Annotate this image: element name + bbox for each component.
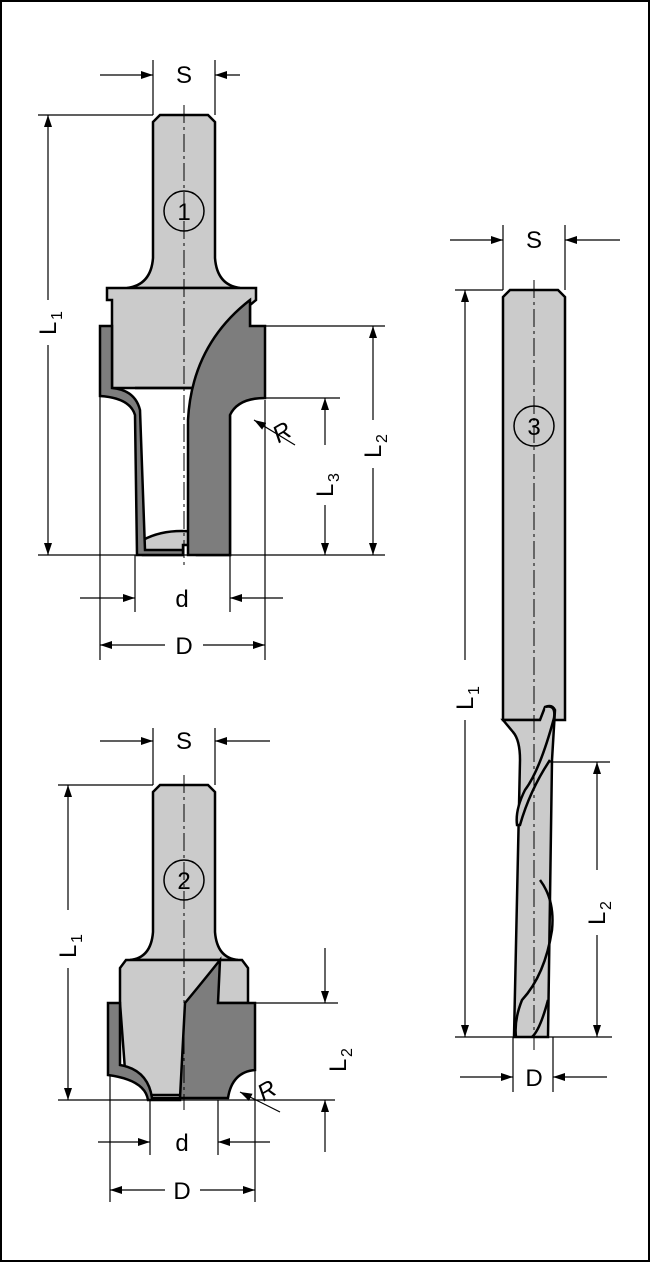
dim-label-L2: L: [325, 1059, 352, 1072]
dim-label-L1: L: [55, 945, 82, 958]
dim-label-L3: L: [312, 484, 339, 497]
tool-2: 2 S L 1 L 2 R d: [55, 728, 356, 1205]
dim-label-S: S: [526, 227, 542, 254]
dim-label-L2-sub: 2: [598, 901, 615, 910]
tool-1-number: 1: [177, 199, 190, 226]
tool-3: 3 S L 1 L 2 D: [450, 225, 620, 1092]
dim-label-L1-sub: 1: [466, 686, 483, 695]
dim-label-L2: L: [360, 445, 387, 458]
dim-label-L1: L: [35, 322, 62, 335]
tool-2-carbide-right: [178, 956, 257, 1100]
tool-3-number-circle: [513, 405, 555, 447]
dim-label-L3-sub: 3: [326, 473, 343, 482]
dim-label-S: S: [176, 62, 192, 89]
tool-1-carbide-left: [98, 324, 185, 557]
tool-2-number: 2: [177, 868, 190, 895]
radius-arrow: [253, 419, 296, 446]
dim-label-D: D: [175, 633, 192, 660]
dim-label-d: d: [175, 586, 188, 613]
tool-3-flute-2: [514, 879, 554, 1038]
tool-3-flute-3: [531, 999, 550, 1038]
radius-arrow: [239, 1091, 281, 1113]
dim-label-d: d: [175, 1130, 188, 1157]
tool-2-number-circle: [163, 859, 205, 901]
dim-label-L1: L: [452, 697, 479, 710]
dim-label-L2-sub: 2: [339, 1048, 356, 1057]
dim-label-D: D: [173, 1178, 190, 1205]
tool-1-carbide-right: [186, 297, 267, 557]
tool-3-number: 3: [527, 414, 540, 441]
dim-label-D: D: [525, 1065, 542, 1092]
tool-2-carbide-left: [106, 1001, 182, 1102]
dim-label-L2-sub: 2: [374, 434, 391, 443]
dim-label-S: S: [176, 728, 192, 755]
tool-3-flute-1: [515, 705, 556, 827]
dim-label-L2: L: [584, 912, 611, 925]
dim-label-L1-sub: 1: [69, 934, 86, 943]
tool-1: 1 S L 1 L 2 L 3 R: [35, 60, 391, 660]
tool-1-number-circle: [163, 190, 205, 232]
dim-label-L1-sub: 1: [49, 311, 66, 320]
